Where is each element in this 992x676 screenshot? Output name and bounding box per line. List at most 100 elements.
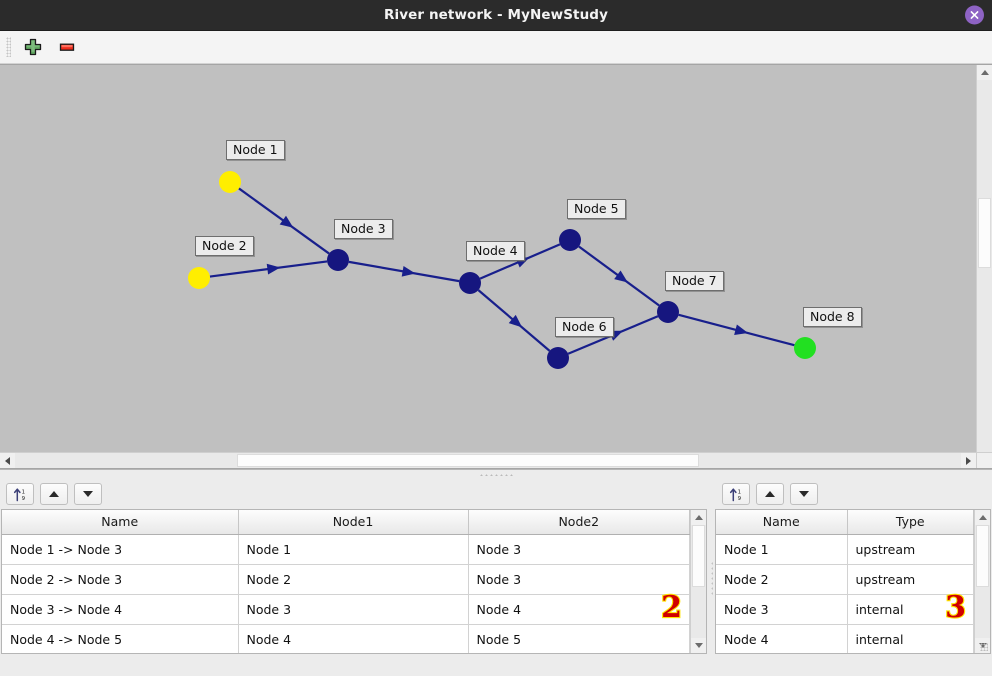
column-header-node1[interactable]: Node1 bbox=[238, 510, 469, 535]
graph-node-label-node-2[interactable]: Node 2 bbox=[195, 236, 254, 257]
graph-vscroll-track[interactable] bbox=[977, 80, 992, 453]
reaches-vscroll-thumb[interactable] bbox=[692, 525, 705, 587]
table-cell[interactable]: Node 2 bbox=[716, 564, 848, 595]
graph-scrollbar-corner bbox=[976, 452, 992, 468]
column-header-node2[interactable]: Node2 bbox=[468, 510, 690, 535]
table-cell[interactable]: Node 1 bbox=[716, 534, 848, 565]
toolbar-drag-handle[interactable] bbox=[6, 37, 11, 57]
graph-node-label-node-1[interactable]: Node 1 bbox=[226, 140, 285, 161]
table-cell[interactable]: internal bbox=[847, 624, 974, 653]
add-plus-icon[interactable] bbox=[21, 35, 45, 59]
nodes-panel-footer bbox=[714, 654, 992, 676]
table-cell[interactable]: internal bbox=[847, 594, 974, 625]
graph-node-label-node-8[interactable]: Node 8 bbox=[803, 307, 862, 328]
table-cell[interactable]: Node 4 bbox=[716, 624, 848, 653]
arrow-down-icon[interactable] bbox=[790, 483, 818, 505]
scroll-down-icon[interactable] bbox=[691, 638, 706, 653]
reaches-toolbar: 1 9 bbox=[0, 479, 708, 509]
table-cell[interactable]: Node 5 bbox=[468, 624, 690, 653]
graph-vscroll-thumb[interactable] bbox=[978, 198, 991, 268]
graph-hscroll-thumb[interactable] bbox=[237, 454, 699, 467]
svg-text:1: 1 bbox=[738, 489, 741, 495]
reaches-panel-footer bbox=[0, 654, 708, 676]
scroll-up-icon[interactable] bbox=[691, 510, 706, 525]
close-icon[interactable] bbox=[965, 5, 984, 25]
svg-text:1: 1 bbox=[22, 489, 25, 495]
table-cell[interactable]: upstream bbox=[847, 564, 974, 595]
graph-node-node-3[interactable] bbox=[327, 249, 349, 271]
graph-edge-layer bbox=[209, 187, 795, 355]
graph-hscroll-track[interactable] bbox=[15, 453, 961, 468]
network-graph-pane[interactable]: Node 1 Node 2 Node 3 Node 4 Node 5 Node 6 Node… bbox=[0, 64, 992, 469]
nodes-vscroll-track[interactable] bbox=[975, 525, 990, 638]
graph-node-node-4[interactable] bbox=[459, 272, 481, 294]
horizontal-splitter[interactable] bbox=[0, 469, 992, 479]
table-cell[interactable]: Node 2 -> Node 3 bbox=[2, 564, 239, 595]
scroll-up-icon[interactable] bbox=[975, 510, 990, 525]
nodes-vscroll-thumb[interactable] bbox=[976, 525, 989, 587]
reaches-vscroll-track[interactable] bbox=[691, 525, 706, 638]
graph-node-node-6[interactable] bbox=[547, 347, 569, 369]
graph-node-node-8[interactable] bbox=[794, 337, 816, 359]
graph-node-label-node-3[interactable]: Node 3 bbox=[334, 219, 393, 240]
scroll-up-icon[interactable] bbox=[977, 65, 992, 80]
graph-horizontal-scrollbar[interactable] bbox=[0, 452, 976, 468]
graph-node-node-1[interactable] bbox=[219, 171, 241, 193]
graph-node-node-5[interactable] bbox=[559, 229, 581, 251]
table-cell[interactable]: Node 1 bbox=[238, 534, 469, 565]
table-cell[interactable]: Node 3 bbox=[468, 534, 690, 565]
svg-text:9: 9 bbox=[22, 496, 26, 502]
scroll-right-icon[interactable] bbox=[961, 453, 976, 468]
vertical-splitter[interactable] bbox=[708, 479, 714, 676]
table-cell[interactable]: Node 2 bbox=[238, 564, 469, 595]
column-header-name[interactable]: Name bbox=[2, 510, 239, 535]
graph-vertical-scrollbar[interactable] bbox=[976, 65, 992, 468]
graph-node-label-node-4[interactable]: Node 4 bbox=[466, 241, 525, 262]
table-cell[interactable]: Node 4 bbox=[468, 594, 690, 625]
remove-minus-icon[interactable] bbox=[55, 35, 79, 59]
column-header-name[interactable]: Name bbox=[716, 510, 848, 535]
arrow-up-icon[interactable] bbox=[40, 483, 68, 505]
table-cell[interactable]: Node 1 -> Node 3 bbox=[2, 534, 239, 565]
sort-ascending-icon[interactable]: 1 9 bbox=[722, 483, 750, 505]
window-titlebar: River network - MyNewStudy bbox=[0, 0, 992, 31]
arrow-up-icon[interactable] bbox=[756, 483, 784, 505]
reaches-vertical-scrollbar[interactable] bbox=[690, 510, 706, 653]
resize-grip[interactable] bbox=[980, 643, 988, 651]
scroll-left-icon[interactable] bbox=[0, 453, 15, 468]
nodes-vertical-scrollbar[interactable] bbox=[974, 510, 990, 653]
sort-ascending-icon[interactable]: 1 9 bbox=[6, 483, 34, 505]
graph-node-node-7[interactable] bbox=[657, 301, 679, 323]
table-cell[interactable]: Node 3 bbox=[238, 594, 469, 625]
table-cell[interactable]: Node 3 bbox=[716, 594, 848, 625]
table-cell[interactable]: upstream bbox=[847, 534, 974, 565]
graph-node-label-node-6[interactable]: Node 6 bbox=[555, 317, 614, 338]
table-cell[interactable]: Node 3 bbox=[468, 564, 690, 595]
table-cell[interactable]: Node 4 -> Node 5 bbox=[2, 624, 239, 653]
table-cell[interactable]: Node 3 -> Node 4 bbox=[2, 594, 239, 625]
graph-node-label-node-5[interactable]: Node 5 bbox=[567, 199, 626, 220]
graph-node-node-2[interactable] bbox=[188, 267, 210, 289]
graph-node-label-node-7[interactable]: Node 7 bbox=[665, 271, 724, 292]
arrow-down-icon[interactable] bbox=[74, 483, 102, 505]
graph-edge-arrow-icon bbox=[279, 215, 294, 228]
table-cell[interactable]: Node 4 bbox=[238, 624, 469, 653]
network-graph-canvas[interactable] bbox=[0, 65, 992, 468]
column-header-type[interactable]: Type bbox=[847, 510, 974, 535]
